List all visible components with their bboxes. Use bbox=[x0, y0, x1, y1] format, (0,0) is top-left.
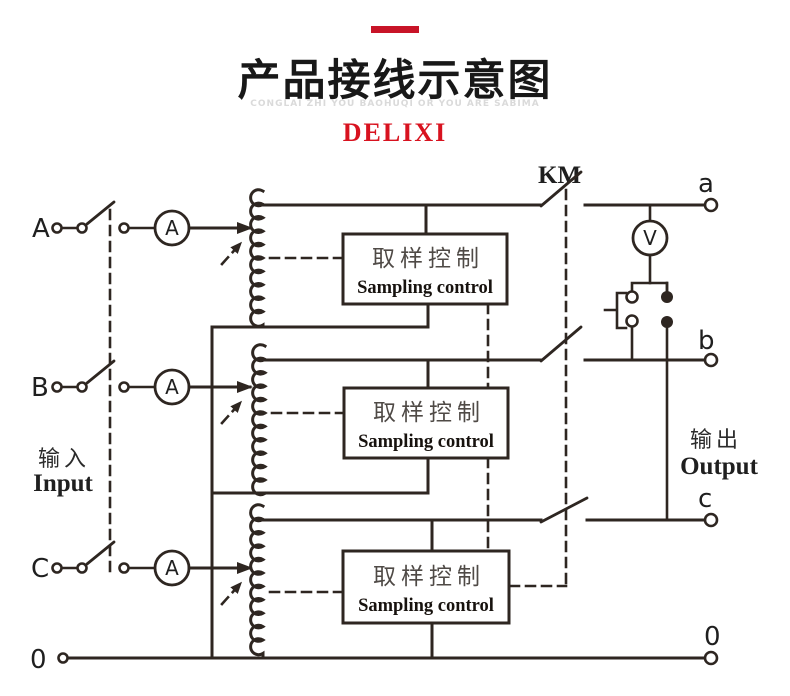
km-contactor-switch-b bbox=[539, 325, 583, 363]
input-label-cn: 输入 bbox=[38, 447, 90, 472]
return-bus bbox=[210, 325, 430, 660]
phase-a-input-row: A A bbox=[32, 200, 253, 247]
ammeter-icon: A bbox=[153, 368, 191, 406]
svg-text:Sampling control: Sampling control bbox=[358, 596, 494, 616]
output-label-en: Output bbox=[680, 453, 758, 480]
svg-text:V: V bbox=[643, 226, 657, 250]
terminal-dot bbox=[76, 381, 88, 393]
variac-coil-1 bbox=[249, 188, 266, 329]
page-title: 产品接线示意图 bbox=[237, 56, 553, 106]
output-terminal-c-label: c bbox=[698, 484, 712, 514]
svg-text:Sampling control: Sampling control bbox=[358, 432, 494, 452]
terminal-dot bbox=[76, 562, 88, 574]
phase-c-rail: c bbox=[260, 484, 719, 528]
svg-text:A: A bbox=[165, 556, 179, 580]
sampling-control-box-2: 取样控制 Sampling control bbox=[270, 358, 510, 495]
phase-c-input-row: C A bbox=[31, 540, 253, 587]
km-contactor-switch-c bbox=[539, 496, 589, 524]
variac-coil-3 bbox=[249, 503, 266, 660]
contactor-label: KM bbox=[538, 162, 581, 189]
output-terminal-b bbox=[703, 352, 719, 368]
terminal-dot bbox=[118, 222, 130, 234]
svg-text:A: A bbox=[165, 375, 179, 399]
svg-text:取样控制: 取样控制 bbox=[373, 564, 485, 590]
km-linkage bbox=[508, 188, 568, 588]
terminal-dot bbox=[57, 652, 69, 664]
input-switch-a-blade bbox=[85, 200, 116, 226]
terminal-dot bbox=[51, 222, 63, 234]
km-contactor-switch-a bbox=[539, 170, 583, 208]
svg-text:A: A bbox=[165, 216, 179, 240]
ammeter-icon: A bbox=[153, 549, 191, 587]
pushbutton-icon bbox=[603, 290, 639, 330]
ammeter-icon: A bbox=[153, 209, 191, 247]
sampling-control-box-1: 取样控制 Sampling control bbox=[268, 203, 509, 329]
output-terminal-neutral-label: 0 bbox=[704, 622, 721, 652]
neutral-rail: 0 bbox=[30, 645, 707, 675]
voltmeter-icon: V bbox=[631, 219, 669, 257]
terminal-dot bbox=[118, 381, 130, 393]
terminal-dot bbox=[118, 562, 130, 574]
input-terminal-b-label: B bbox=[31, 373, 49, 403]
page-subtitle: CONGLAI ZHI YOU BAOHUQI OR YOU ARE SABIM… bbox=[250, 99, 540, 109]
input-terminal-a-label: A bbox=[32, 214, 50, 244]
phase-b-rail: b bbox=[263, 325, 719, 368]
brand-logo: DELIXI bbox=[342, 118, 448, 147]
output-terminal-a bbox=[703, 197, 719, 213]
input-switch-c-blade bbox=[85, 540, 116, 566]
wiper-adjust-arrow-1 bbox=[220, 241, 243, 266]
svg-text:Sampling control: Sampling control bbox=[357, 278, 493, 298]
input-label-en: Input bbox=[33, 470, 93, 497]
voltmeter-branch: V bbox=[603, 203, 673, 522]
output-terminal-c bbox=[703, 512, 719, 528]
output-terminal-b-label: b bbox=[698, 326, 715, 356]
wiper-adjust-arrow-3 bbox=[220, 581, 243, 606]
svg-text:取样控制: 取样控制 bbox=[373, 400, 485, 426]
svg-text:取样控制: 取样控制 bbox=[372, 246, 484, 272]
header-accent-bar bbox=[371, 26, 419, 33]
terminal-dot bbox=[76, 222, 88, 234]
output-label-cn: 输出 bbox=[690, 428, 742, 453]
input-switch-b-blade bbox=[85, 359, 116, 385]
terminal-dot bbox=[51, 381, 63, 393]
input-terminal-c-label: C bbox=[31, 554, 49, 584]
sampling-control-box-3: 取样控制 Sampling control bbox=[268, 518, 511, 660]
phase-b-input-row: B A bbox=[31, 359, 253, 406]
output-terminal-a-label: a bbox=[698, 169, 714, 199]
output-terminal-neutral bbox=[703, 650, 719, 666]
variac-coil-2 bbox=[251, 343, 268, 497]
terminal-dot bbox=[51, 562, 63, 574]
neutral-output: 0 bbox=[703, 622, 721, 666]
contact-dots bbox=[661, 281, 673, 522]
phase-a-rail: a bbox=[261, 169, 719, 213]
input-terminal-neutral-label: 0 bbox=[30, 645, 47, 675]
wiper-adjust-arrow-2 bbox=[220, 400, 243, 425]
